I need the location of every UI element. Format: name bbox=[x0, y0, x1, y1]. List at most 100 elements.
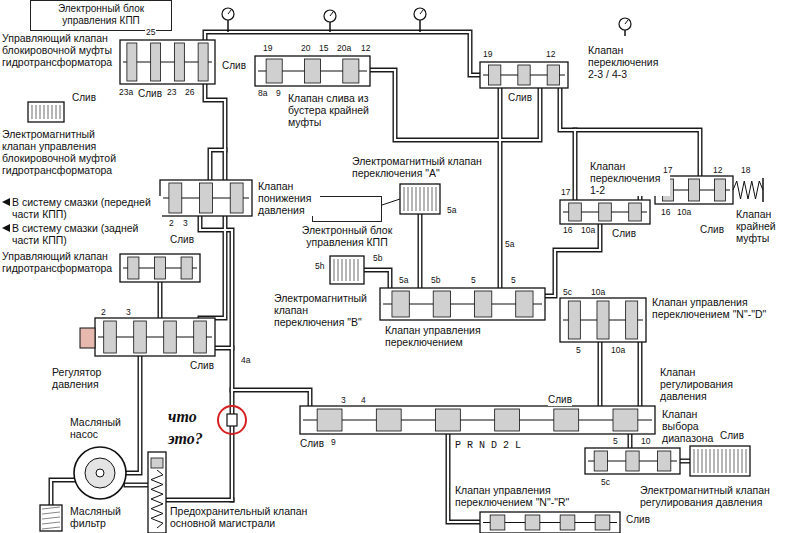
solenoid-coil bbox=[694, 449, 695, 473]
valve-body bbox=[380, 288, 545, 320]
part-name: Управляющий клапан гидротрансформатора bbox=[2, 250, 117, 274]
part-name: Электромагнитный клапан переключения "B" bbox=[274, 292, 369, 328]
port-number: 23a bbox=[118, 88, 134, 97]
oil-line bbox=[126, 483, 148, 488]
filter-body bbox=[40, 505, 62, 531]
valve-spool bbox=[480, 62, 568, 88]
spool-land bbox=[489, 65, 501, 85]
range-scale: P R N D 2 L bbox=[455, 440, 521, 452]
gauge-stem bbox=[329, 22, 331, 32]
spool-land bbox=[474, 291, 491, 317]
valve-spool bbox=[120, 40, 215, 84]
drain-label: Слив bbox=[720, 430, 744, 442]
spool-land bbox=[194, 321, 207, 353]
oil-line-core bbox=[51, 480, 74, 505]
filter-hatch bbox=[42, 527, 60, 529]
relief-valve-spring bbox=[151, 470, 163, 528]
valve-body bbox=[300, 406, 655, 434]
oil-line bbox=[638, 342, 643, 406]
part-name: Клапан понижения давления bbox=[258, 180, 320, 216]
solenoid-coil bbox=[32, 105, 33, 119]
spool-land bbox=[554, 409, 579, 431]
spool-land bbox=[154, 257, 165, 279]
spool-land bbox=[164, 321, 177, 353]
relief-valve bbox=[148, 452, 166, 533]
spool-land bbox=[198, 43, 208, 81]
port-number: 10a bbox=[676, 208, 692, 217]
spring-seat bbox=[762, 178, 764, 202]
oil-line bbox=[51, 480, 74, 505]
valve-spool bbox=[300, 406, 655, 434]
drain-label: Слив bbox=[548, 394, 572, 406]
port-number: 23 bbox=[166, 88, 177, 97]
control-unit-box: Электронный блок управления КПП bbox=[312, 196, 382, 222]
drain-label: Слив bbox=[626, 514, 650, 526]
spool-land bbox=[518, 65, 530, 85]
oil-line bbox=[232, 390, 310, 406]
port-number: 12 bbox=[360, 44, 371, 53]
spool-land bbox=[376, 409, 401, 431]
gauge-stem bbox=[419, 20, 421, 32]
part-name: Клапан выбора диапазона bbox=[662, 408, 722, 444]
drain-label: Слив bbox=[508, 92, 532, 104]
gauge-needle bbox=[625, 20, 628, 24]
port-number: 3 bbox=[125, 308, 132, 317]
valve-spool bbox=[480, 512, 620, 533]
valve-body bbox=[120, 40, 215, 84]
oil-line bbox=[210, 150, 225, 180]
spool-land bbox=[104, 321, 117, 353]
drain-label: Слив bbox=[170, 234, 194, 246]
solenoid-coil bbox=[432, 187, 433, 211]
solenoid-coil bbox=[338, 259, 339, 281]
spool-land bbox=[595, 515, 610, 530]
port-number: 5 bbox=[612, 437, 619, 446]
spool-land bbox=[629, 203, 642, 221]
port-number: 5b bbox=[430, 276, 441, 285]
oil-line bbox=[598, 342, 603, 406]
spool-land bbox=[613, 409, 638, 431]
pressure-gauge bbox=[414, 8, 426, 32]
port-number: 5 bbox=[575, 346, 582, 355]
oil-line bbox=[126, 356, 140, 473]
valve-spool bbox=[655, 176, 763, 204]
pressure-gauge bbox=[222, 8, 234, 32]
valve-body bbox=[255, 56, 370, 86]
pressure-gauge bbox=[619, 18, 631, 36]
gauge-stem bbox=[624, 30, 626, 36]
part-name: Клапан переключения 2-3 / 4-3 bbox=[588, 44, 668, 80]
spool-land bbox=[304, 59, 320, 83]
valve-body bbox=[480, 512, 620, 533]
oil-pump bbox=[74, 447, 126, 499]
valve-spool bbox=[380, 288, 545, 320]
port-number: 19 bbox=[262, 44, 273, 53]
port-number: 15 bbox=[318, 44, 329, 53]
solenoid-coil bbox=[48, 105, 49, 119]
port-number: 5a bbox=[446, 206, 457, 215]
solenoid-symbol bbox=[400, 184, 440, 214]
solenoid-coil bbox=[36, 105, 37, 119]
solenoid-coil bbox=[346, 259, 347, 281]
port-number: 5 bbox=[470, 276, 477, 285]
solenoid-coil bbox=[420, 187, 421, 211]
valve-body bbox=[560, 200, 650, 224]
solenoid-coil bbox=[730, 449, 731, 473]
oil-filter bbox=[40, 505, 62, 531]
part-name: Масляный фильтр bbox=[70, 505, 130, 529]
gauge-dial bbox=[324, 10, 336, 22]
port-number: 5 bbox=[510, 276, 517, 285]
spool-land bbox=[658, 451, 671, 471]
spool-land bbox=[689, 179, 700, 201]
solenoid-coil bbox=[722, 449, 723, 473]
gauge-needle bbox=[228, 10, 231, 14]
spool-land bbox=[392, 291, 409, 317]
valve-body bbox=[585, 448, 680, 474]
solenoid-body bbox=[400, 184, 440, 214]
port-number: 12 bbox=[545, 50, 556, 59]
spool-land bbox=[626, 301, 638, 339]
part-name: Клапан управления переключением "N"-"R" bbox=[455, 484, 595, 508]
spool-land bbox=[134, 321, 147, 353]
oil-line-core bbox=[126, 484, 148, 486]
valve-spring bbox=[733, 181, 763, 199]
port-number: 8a bbox=[257, 89, 268, 98]
port-number: 5b bbox=[372, 254, 383, 263]
